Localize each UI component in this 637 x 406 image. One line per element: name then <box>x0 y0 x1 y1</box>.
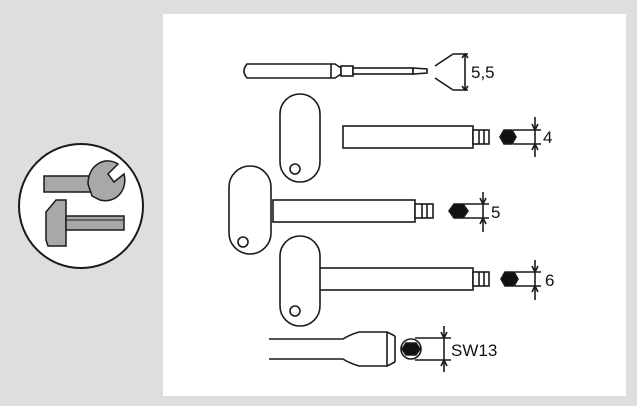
label-sw13: SW13 <box>451 341 497 360</box>
tools-badge-icon <box>18 143 144 269</box>
left-panel <box>0 0 156 406</box>
flat-screwdriver <box>243 52 469 92</box>
tool-diagram: 5,5 4 <box>228 52 554 372</box>
hex-key-5 <box>228 165 489 255</box>
label-5: 5 <box>491 203 500 222</box>
hex-key-6 <box>279 235 541 327</box>
label-5-5: 5,5 <box>471 63 495 82</box>
tool-diagram-panel: 5,5 4 <box>163 14 626 396</box>
label-6: 6 <box>545 271 554 290</box>
socket-wrench-sw13 <box>269 326 451 372</box>
hex-key-4 <box>279 93 541 183</box>
label-4: 4 <box>543 128 552 147</box>
